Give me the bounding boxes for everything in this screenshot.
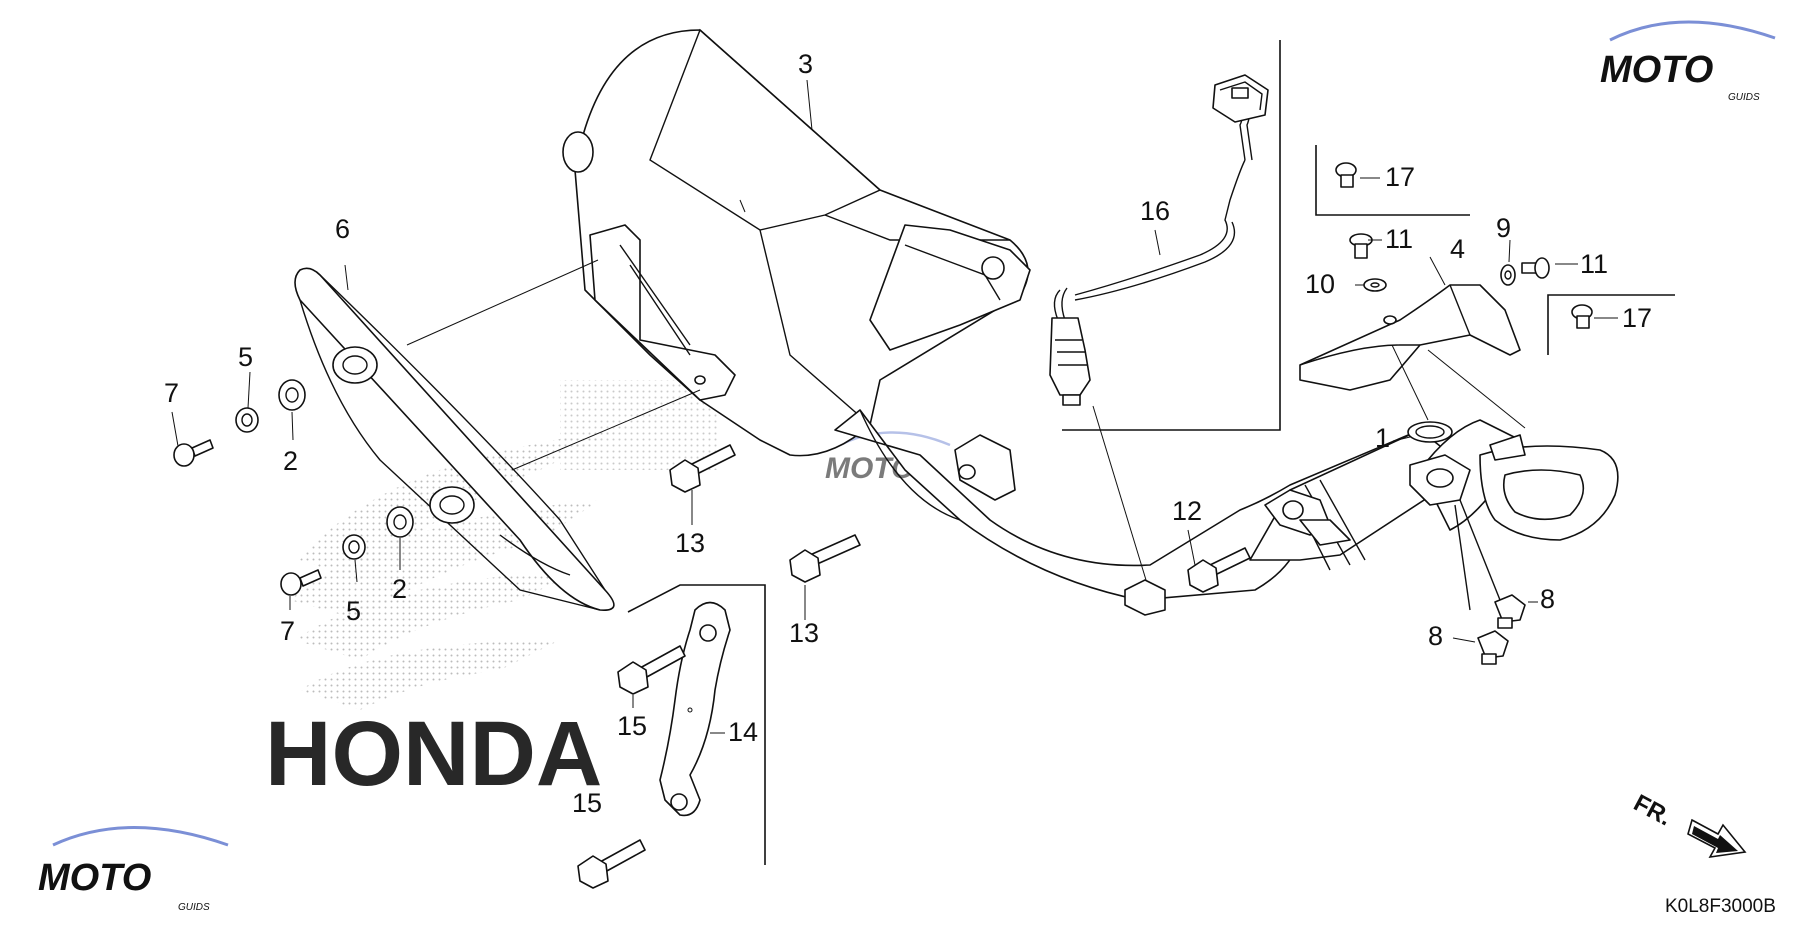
- nut-8-upper: [1494, 594, 1526, 629]
- callout-15-lower: 15: [572, 788, 602, 818]
- bolt-11-right: [1521, 257, 1550, 279]
- bolt17-group-frame-upper: [1315, 145, 1470, 216]
- callout-5-lower: 5: [346, 596, 361, 626]
- washer-9: [1500, 264, 1516, 286]
- callout-1: 1: [1375, 423, 1390, 453]
- front-direction-arrow: FR.: [1629, 789, 1747, 859]
- screw-7-upper: [173, 439, 214, 467]
- front-direction-label: FR.: [1629, 789, 1676, 831]
- callout-4: 4: [1450, 234, 1465, 264]
- svg-text:GUIDS: GUIDS: [1728, 92, 1760, 103]
- callout-9: 9: [1496, 213, 1511, 243]
- bolt-11-upper: [1349, 233, 1373, 259]
- callout-14: 14: [728, 717, 758, 747]
- bolt-15-lower: [577, 839, 646, 889]
- callout-15-upper: 15: [617, 711, 647, 741]
- exhaust-cover: [1299, 284, 1521, 391]
- callout-11-upper: 11: [1385, 224, 1413, 254]
- bolt-17-lower: [1571, 304, 1593, 329]
- screw-7-lower: [280, 569, 322, 596]
- callout-17-lower: 17: [1622, 303, 1652, 333]
- callout-12: 12: [1172, 496, 1202, 526]
- washer-10: [1363, 278, 1387, 292]
- nut-8-lower: [1477, 630, 1509, 665]
- honda-wing-watermark: HONDA: [265, 380, 720, 805]
- heat-shield: [294, 267, 615, 611]
- callout-5-upper: 5: [238, 342, 253, 372]
- bolt-12: [1187, 547, 1251, 593]
- oxygen-sensor: [1049, 74, 1269, 406]
- grommet-2-lower: [386, 506, 414, 538]
- callout-3: 3: [798, 49, 813, 79]
- callout-17-upper: 17: [1385, 162, 1415, 192]
- watermark-logo-top: MOTO GUIDS: [1600, 20, 1776, 103]
- callout-16: 16: [1140, 196, 1170, 226]
- callout-13-left: 13: [675, 528, 705, 558]
- callout-2-lower: 2: [392, 574, 407, 604]
- callout-10: 10: [1305, 269, 1335, 299]
- callout-2-upper: 2: [283, 446, 298, 476]
- callout-8-left: 8: [1428, 621, 1443, 651]
- bolt17-group-frame-lower: [1547, 294, 1675, 355]
- callout-11-right: 11: [1580, 249, 1608, 279]
- bolt-13-upper: [669, 444, 736, 493]
- callout-7-lower: 7: [280, 616, 295, 646]
- exhaust-collar: [1409, 419, 1619, 611]
- muffler: [562, 28, 1031, 457]
- gasket: [1407, 421, 1453, 443]
- sensor-group-frame: [1062, 40, 1281, 431]
- honda-wordmark: HONDA: [265, 703, 602, 805]
- callout-7-upper: 7: [164, 378, 179, 408]
- washer-5-upper: [235, 407, 259, 433]
- exhaust-pipe: [834, 409, 1471, 616]
- diagram-code: K0L8F3000B: [1665, 896, 1776, 917]
- callout-13-right: 13: [789, 618, 819, 648]
- bolt-15-upper: [617, 645, 686, 695]
- callout-6: 6: [335, 214, 350, 244]
- muffler-bracket: [659, 601, 731, 817]
- svg-text:GUIDS: GUIDS: [178, 902, 210, 913]
- bracket-group-frame: [627, 584, 766, 865]
- bolt-13-lower: [789, 534, 861, 583]
- bolt-17-upper: [1335, 162, 1357, 188]
- grommet-2-upper: [278, 379, 306, 411]
- washer-5-lower: [342, 534, 366, 560]
- callout-8-right: 8: [1540, 584, 1555, 614]
- svg-text:MOTO: MOTO: [1600, 49, 1713, 91]
- watermark-logo-bottom: MOTO GUIDS: [38, 826, 229, 913]
- svg-text:MOTO: MOTO: [38, 857, 151, 899]
